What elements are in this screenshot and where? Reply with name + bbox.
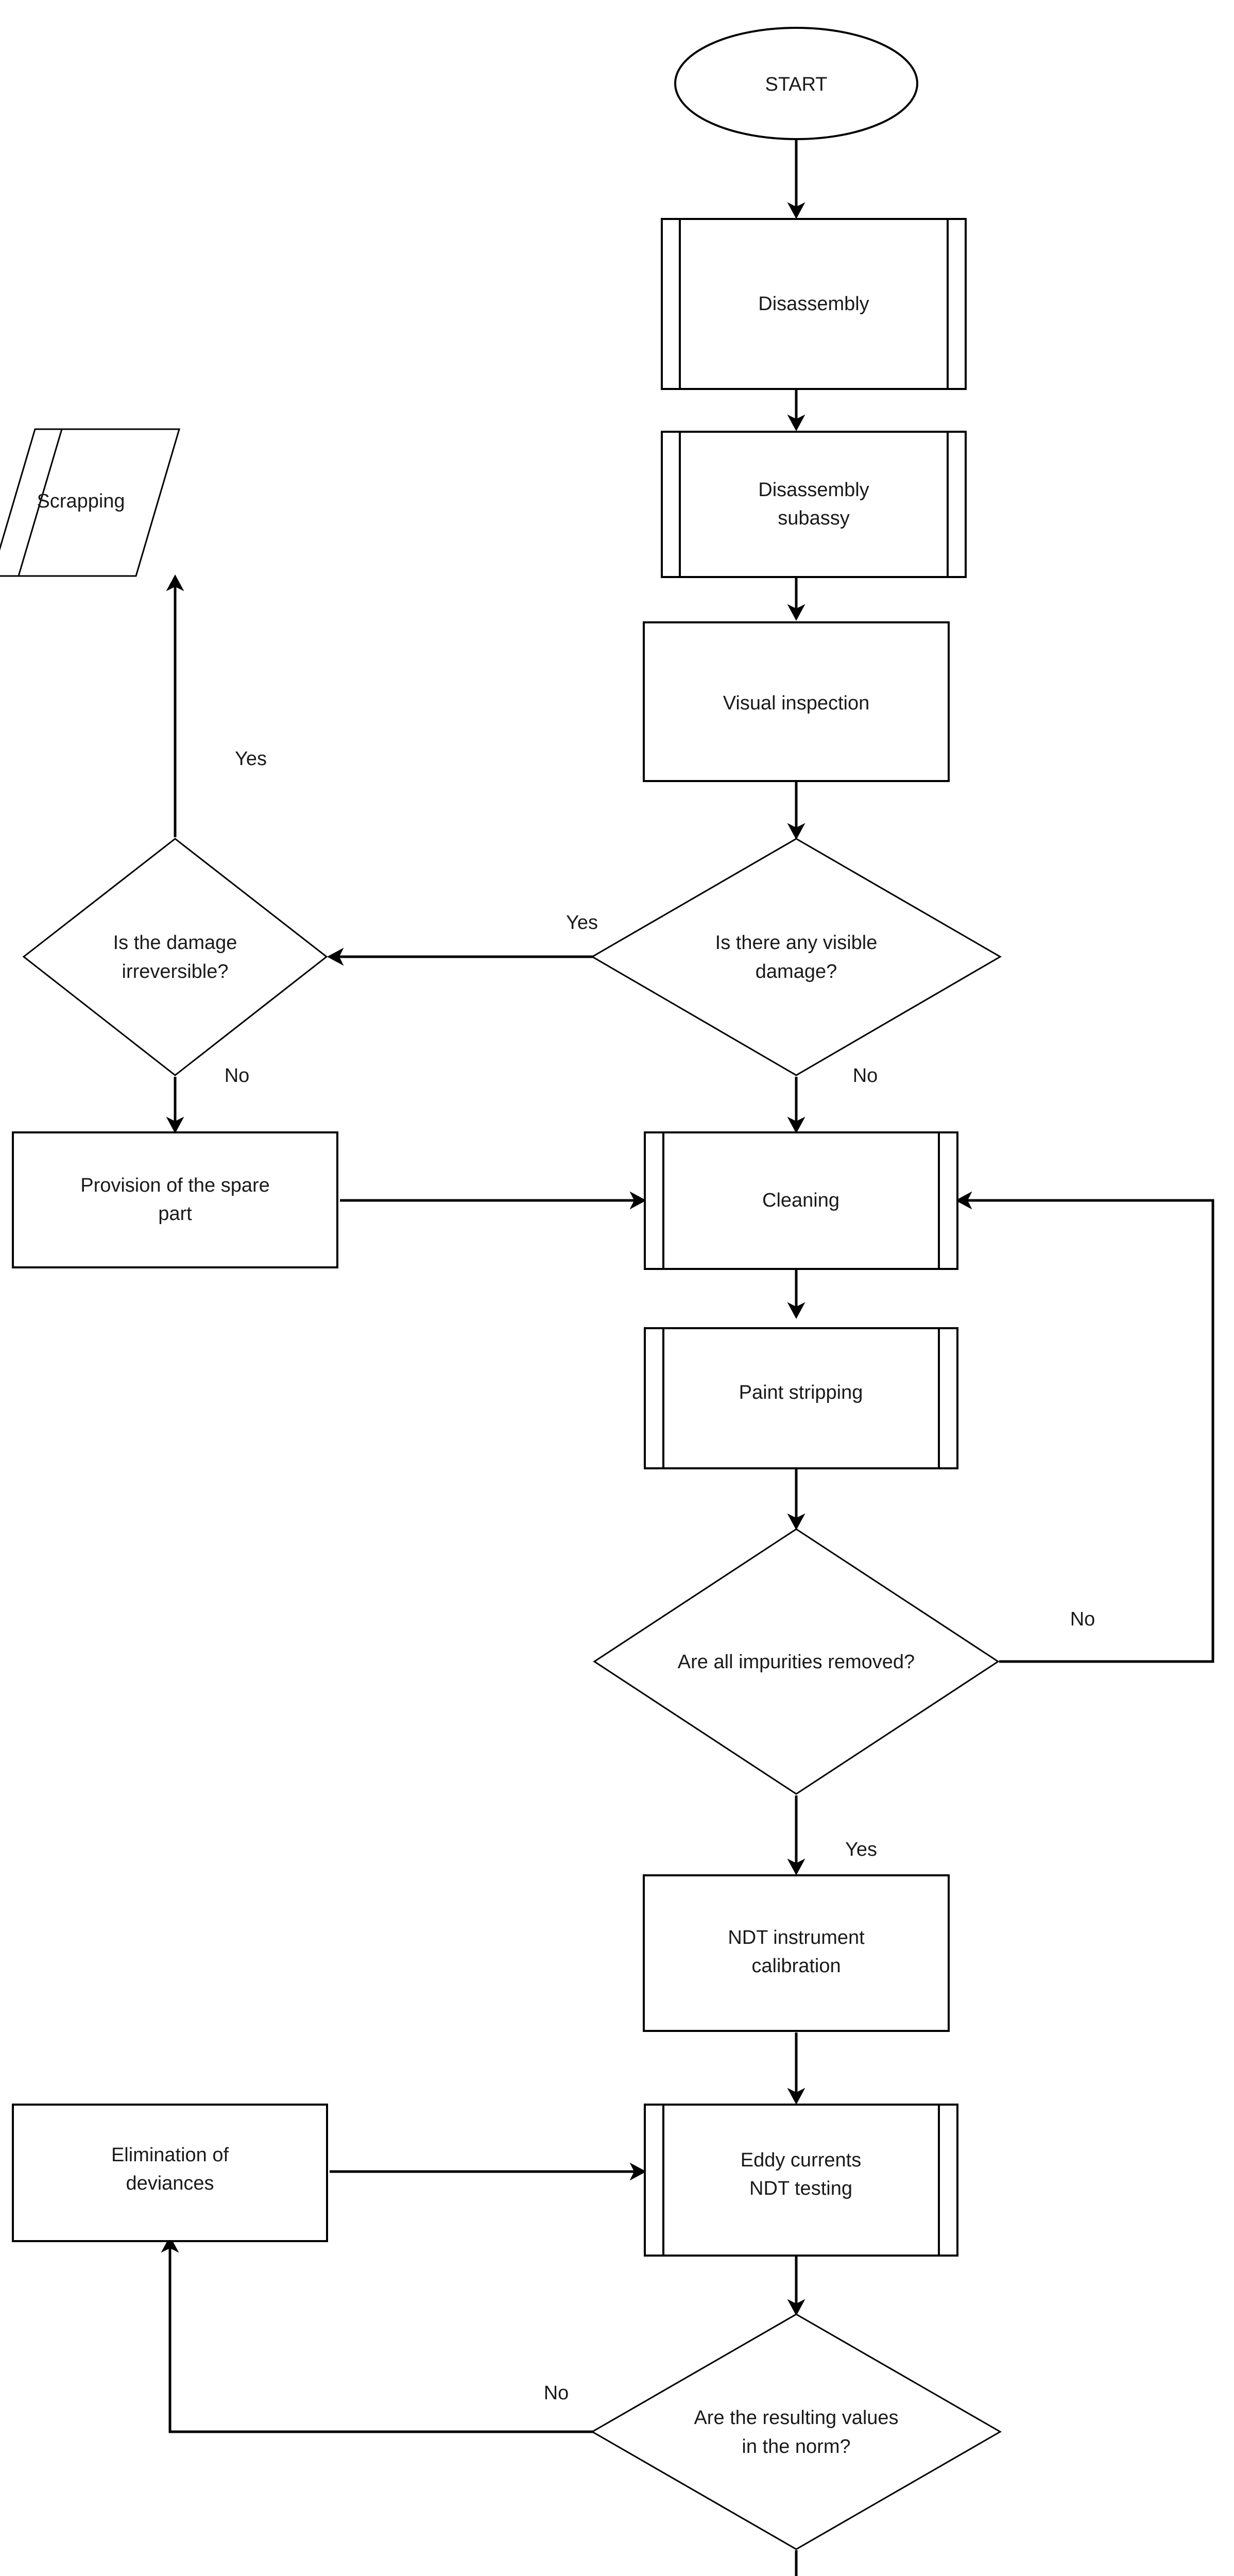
node-start[interactable]: START [674,27,918,140]
node-ndt-calibration-label-1: NDT instrument [728,1927,865,1948]
node-ndt-calibration-label-2: calibration [751,1955,841,1977]
node-damage-irreversible-label-2: irreversible? [122,961,229,982]
node-ndt-calibration[interactable]: NDT instrument calibration [643,1874,950,2032]
node-cleaning[interactable]: Cleaning [644,1131,958,1270]
edge-label-damage-yes: Yes [566,912,598,934]
node-visible-damage-label-1: Is there any visible [715,932,878,954]
edge-label-impurities-no: No [1070,1608,1095,1630]
node-elimination-deviances-label-1: Elimination of [111,2144,229,2166]
node-scrapping[interactable]: Scrapping [0,428,181,577]
node-impurities-removed-label: Are all impurities removed? [678,1651,915,1673]
node-values-in-norm-decision[interactable]: Are the resulting values in the norm? [590,2313,1002,2550]
node-eddy-currents-label-2: NDT testing [749,2178,852,2199]
node-eddy-currents[interactable]: Eddy currents NDT testing [644,2104,958,2257]
node-spare-part-label-2: part [158,1203,192,1225]
edge-label-norm-no: No [544,2382,569,2404]
node-damage-irreversible-label-1: Is the damage [113,932,237,954]
node-spare-part[interactable]: Provision of the spare part [12,1131,338,1268]
node-scrapping-label: Scrapping [37,490,125,512]
node-visible-damage-label-2: damage? [756,961,837,982]
node-cleaning-label: Cleaning [762,1190,839,1211]
node-elimination-deviances[interactable]: Elimination of deviances [12,2104,328,2242]
node-disassembly-subassy[interactable]: Disassembly subassy [661,431,967,578]
node-paint-stripping[interactable]: Paint stripping [644,1327,958,1469]
edge-impurities-no-to-cleaning [955,1191,1214,1663]
node-visual-inspection[interactable]: Visual inspection [643,621,950,782]
edge-label-irreversible-no: No [225,1065,250,1087]
node-values-in-norm-label-2: in the norm? [742,2436,850,2458]
node-values-in-norm-label-1: Are the resulting values [694,2407,898,2429]
node-damage-irreversible-decision[interactable]: Is the damage irreversible? [22,838,328,1076]
edge-label-damage-no: No [853,1065,878,1087]
edge-label-irreversible-yes: Yes [235,748,267,770]
edge-label-impurities-yes: Yes [845,1839,877,1860]
node-elimination-deviances-label-2: deviances [126,2173,214,2194]
edge-values-in-norm-no-to-elimination [161,2236,605,2433]
node-eddy-currents-label-1: Eddy currents [741,2149,861,2171]
node-visible-damage-decision[interactable]: Is there any visible damage? [591,838,1002,1076]
node-disassembly-subassy-label-2: subassy [778,507,849,529]
node-spare-part-label-1: Provision of the spare [80,1175,270,1196]
node-visual-inspection-label: Visual inspection [723,692,869,714]
node-disassembly-label: Disassembly [758,293,869,315]
node-paint-stripping-label: Paint stripping [739,1382,863,1403]
node-impurities-removed-decision[interactable]: Are all impurities removed? [593,1528,1000,1795]
node-disassembly-subassy-label-1: Disassembly [758,479,869,501]
node-start-label: START [765,74,827,95]
node-disassembly[interactable]: Disassembly [661,218,967,390]
